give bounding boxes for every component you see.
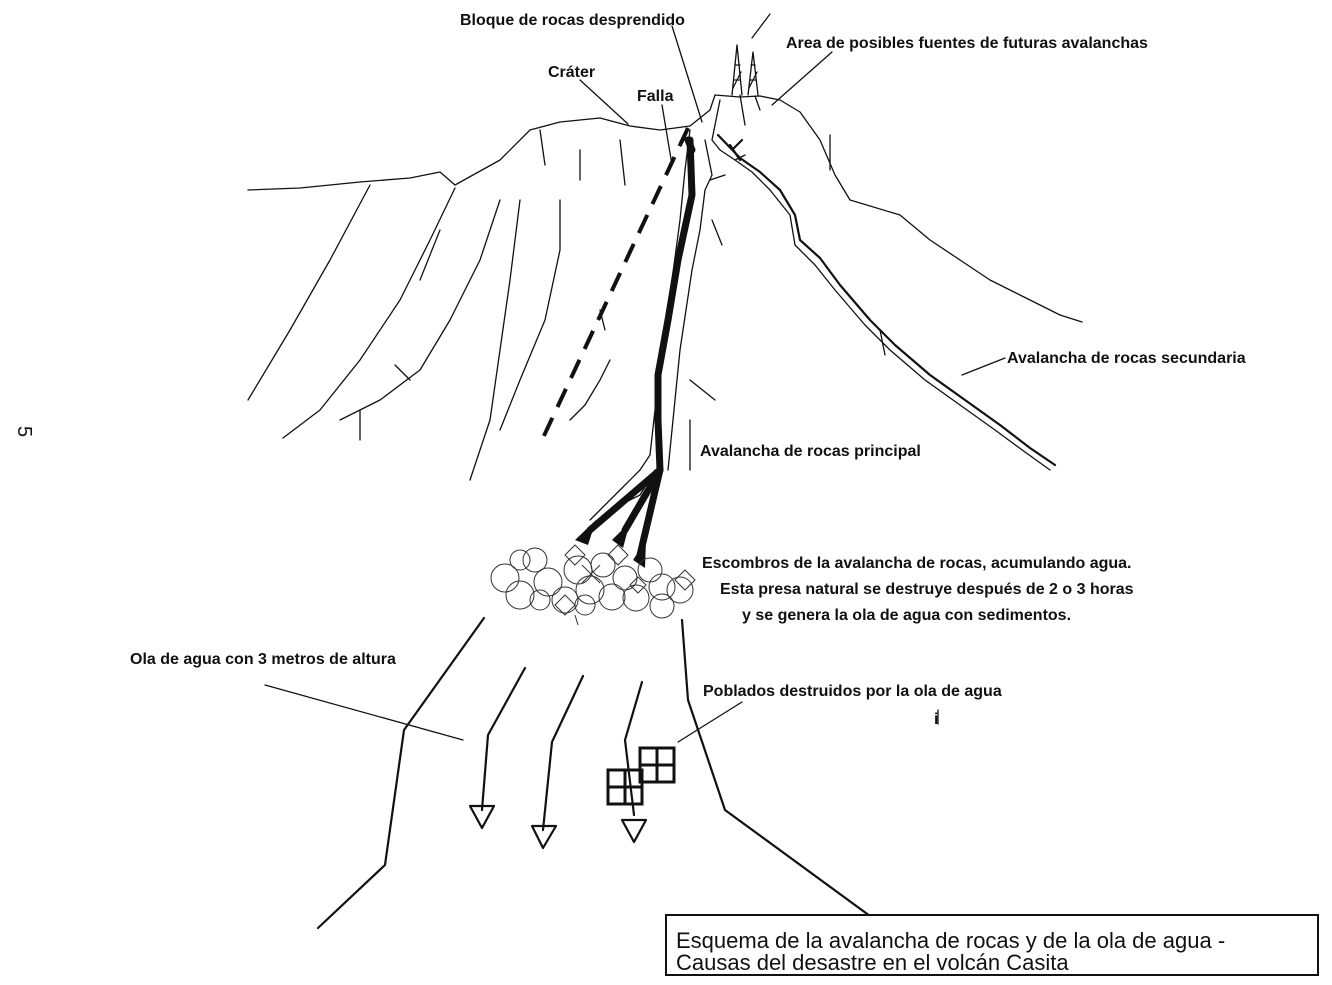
leader-lines	[265, 14, 1005, 742]
valley-walls	[318, 618, 870, 928]
label-fault: Falla	[637, 88, 674, 105]
label-crater: Cráter	[548, 64, 595, 81]
title-line2: Causas del desastre en el volcán Casita	[676, 950, 1069, 975]
title-box: Esquema de la avalancha de rocas y de la…	[666, 915, 1318, 975]
label-debris-line2: Esta presa natural se destruye después d…	[720, 581, 1134, 598]
fault-line	[542, 128, 688, 440]
water-wave-arrows	[470, 668, 646, 848]
left-flank-ravines	[248, 130, 625, 480]
label-future-sources: Area de posibles fuentes de futuras aval…	[786, 35, 1148, 52]
label-debris-line1: Escombros de la avalancha de rocas, acum…	[702, 555, 1132, 572]
mountain-ridge-outline	[248, 95, 1082, 322]
main-avalanche-arrows	[575, 140, 692, 568]
arrowhead-left	[575, 520, 596, 545]
page-number: 5	[13, 426, 35, 437]
secondary-avalanche-path	[718, 135, 1055, 470]
arrowhead-mid	[612, 522, 630, 548]
right-flank-ravines	[690, 95, 885, 470]
label-destroyed-towns: Poblados destruidos por la ola de agua	[703, 683, 1002, 700]
destroyed-villages	[608, 748, 674, 804]
label-wave-height: Ola de agua con 3 metros de altura	[130, 651, 396, 668]
stray-mark: i	[934, 711, 938, 728]
debris-field	[491, 545, 695, 625]
label-secondary-avalanche: Avalancha de rocas secundaria	[1007, 350, 1246, 367]
label-main-avalanche: Avalancha de rocas principal	[700, 443, 921, 460]
label-detached-block: Bloque de rocas desprendido	[460, 12, 685, 29]
label-debris-line3: y se genera la ola de agua con sedimento…	[742, 607, 1071, 624]
antenna-towers	[732, 45, 758, 95]
